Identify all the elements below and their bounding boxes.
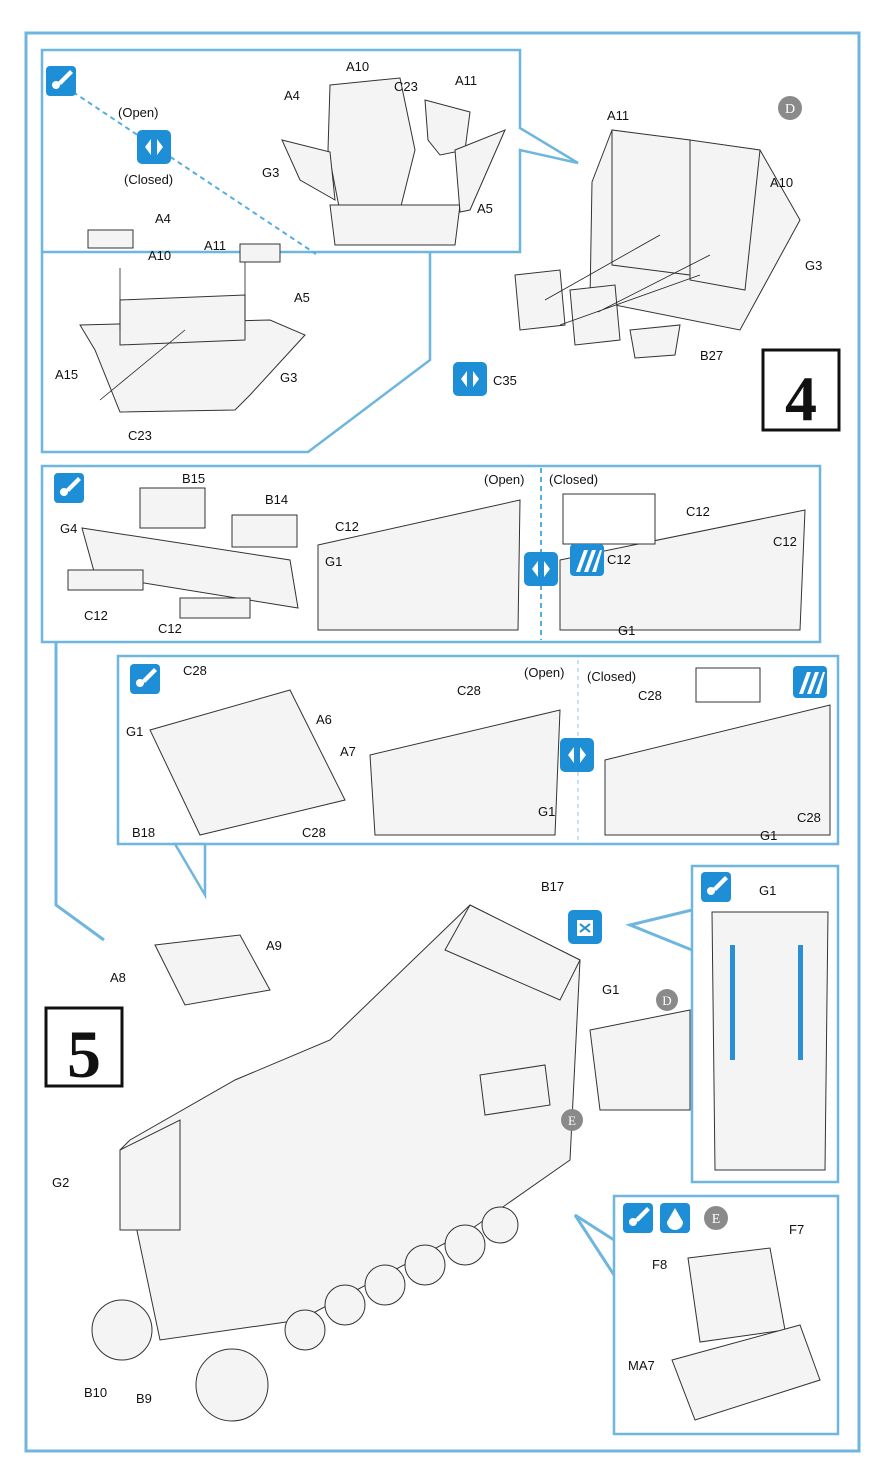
callout-D-main-label: D [662,993,671,1008]
panel-right-part [711,911,829,1171]
step-5-number: 5 [67,1016,101,1092]
row3-brush-icon [130,664,160,694]
label-G1: G1 [602,982,619,997]
callout-E-bottom-label: E [712,1212,721,1227]
label-open: (Open) [118,105,158,120]
paint-brush-icon [46,66,76,96]
callout-E-main-label: E [568,1113,576,1128]
label-C12: C12 [84,608,108,623]
label-A4: A4 [284,88,300,103]
label-A8: A8 [110,970,126,985]
label-G1-right: G1 [759,883,776,898]
label-B17: B17 [541,879,564,894]
label-B18: B18 [132,825,155,840]
label-A11: A11 [607,108,629,123]
row3-pointer [172,842,207,900]
label-A6: A6 [316,712,332,727]
callout-E-badge-main: E [561,1109,583,1131]
label-A15: A15 [55,367,78,382]
label-F8: F8 [652,1257,667,1272]
label-C12: C12 [158,621,182,636]
label-A5: A5 [477,201,493,216]
label-C12: C12 [607,552,631,567]
label-B14: B14 [265,492,288,507]
halftrack-hull [119,904,691,1341]
jerrycan-rack [671,1247,821,1421]
label-C12: C12 [773,534,797,549]
label-G3: G3 [805,258,822,273]
label-C23: C23 [128,428,152,443]
label-A7: A7 [340,744,356,759]
decal-icon [570,544,604,576]
row3-decal-icon [793,666,827,698]
label-A10: A10 [346,59,369,74]
label-A10: A10 [770,175,793,190]
label-B10: B10 [84,1385,107,1400]
label-C28: C28 [183,663,207,678]
label-A11: A11 [204,238,226,253]
label-G3: G3 [262,165,279,180]
step-4-box: 4 [761,348,841,434]
callout-D-badge-main: D [656,989,678,1011]
label-C23: C23 [394,79,418,94]
label-B9: B9 [136,1391,152,1406]
callout-D-label: D [785,102,795,117]
label-A5: A5 [294,290,310,305]
callout-dash [57,81,317,255]
panel-right-pointer [625,908,693,952]
label-G2: G2 [52,1175,69,1190]
label-F7: F7 [789,1222,804,1237]
row2-parts [67,487,806,631]
label-open-row3: (Open) [524,665,564,680]
panel-right-brush-icon [701,872,731,902]
label-C12: C12 [686,504,710,519]
label-closed-row3: (Closed) [587,669,636,684]
callout-E-badge-bottom: E [704,1206,728,1230]
label-G1: G1 [538,804,555,819]
label-C28: C28 [797,810,821,825]
callout-D-badge: D [778,96,802,120]
label-A4: A4 [155,211,171,226]
label-A10: A10 [148,248,171,263]
label-C35: C35 [493,373,517,388]
label-C28: C28 [457,683,481,698]
wheels [91,1206,519,1422]
c35-toggle-icon [453,362,487,396]
row3-toggle-icon [560,738,594,772]
detail-assembly-top [281,77,506,246]
no-glue-icon [568,910,602,944]
label-G1: G1 [126,724,143,739]
label-C12: C12 [335,519,359,534]
page-frame [24,31,861,1453]
detail-assembly-bottom [79,229,306,413]
row2-toggle-icon [524,552,558,586]
panel-bottom-pointer [573,1213,616,1276]
label-C28: C28 [302,825,326,840]
label-B15: B15 [182,471,205,486]
label-G3: G3 [280,370,297,385]
label-MA7: MA7 [628,1358,655,1373]
step-5-box: 5 [44,1006,124,1092]
label-G1: G1 [325,554,342,569]
label-closed: (Closed) [124,172,173,187]
label-G1: G1 [618,623,635,638]
label-closed-row2: (Closed) [549,472,598,487]
step4-assembly [514,129,801,359]
row3-parts [149,667,831,836]
panel-bottom-brush-icon [623,1203,653,1233]
label-A11: A11 [455,73,477,88]
label-G4: G4 [60,521,77,536]
row2-brush-icon [54,473,84,503]
step-4-number: 4 [785,363,817,434]
open-closed-toggle-icon [137,130,171,164]
label-open-row2: (Open) [484,472,524,487]
label-A9: A9 [266,938,282,953]
label-B27: B27 [700,348,723,363]
label-C28: C28 [638,688,662,703]
label-G1: G1 [760,828,777,843]
paint-drop-icon [660,1203,690,1233]
lead-line-row2 [54,642,105,942]
